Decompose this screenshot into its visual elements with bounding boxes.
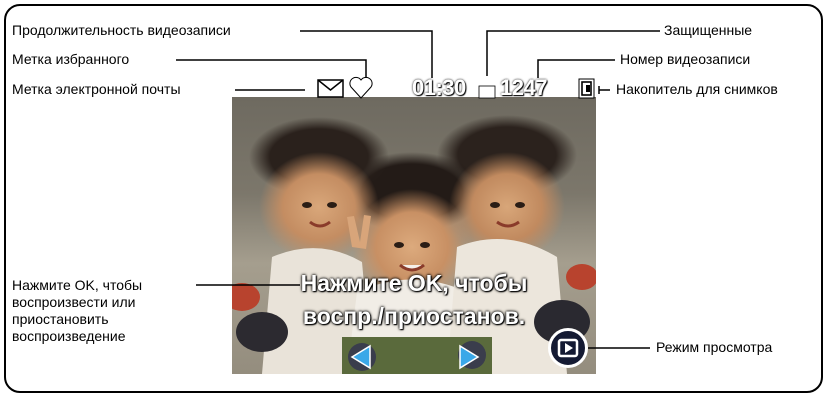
review-mode-badge <box>548 328 588 368</box>
heart-icon <box>349 76 373 99</box>
play-icon <box>557 338 579 358</box>
video-duration: 01:30 <box>412 75 466 100</box>
label-video-duration: Продолжительность видеозаписи <box>12 22 231 38</box>
arrow-left-icon <box>350 344 371 370</box>
lock-icon <box>478 76 496 99</box>
label-storage: Накопитель для снимков <box>616 81 778 97</box>
label-video-number: Номер видеозаписи <box>620 51 751 67</box>
memory-card-icon <box>578 78 595 99</box>
label-review-mode: Режим просмотра <box>656 339 773 355</box>
label-email-tag: Метка электронной почты <box>12 81 181 97</box>
overlay-line-2: воспр./приостанов. <box>302 303 526 329</box>
arrow-right-icon <box>459 344 480 370</box>
label-favorite-tag: Метка избранного <box>12 51 130 67</box>
label-protected: Защищенные <box>664 22 753 38</box>
camera-lcd-screen <box>232 97 596 374</box>
video-number: 1247 <box>500 75 547 100</box>
nav-arrows <box>350 344 480 370</box>
email-icon <box>307 79 344 98</box>
overlay-line-1: Нажмите OK, чтобы <box>300 270 528 296</box>
label-press-ok: Нажмите OK, чтобы воспроизвести или прио… <box>12 277 143 344</box>
